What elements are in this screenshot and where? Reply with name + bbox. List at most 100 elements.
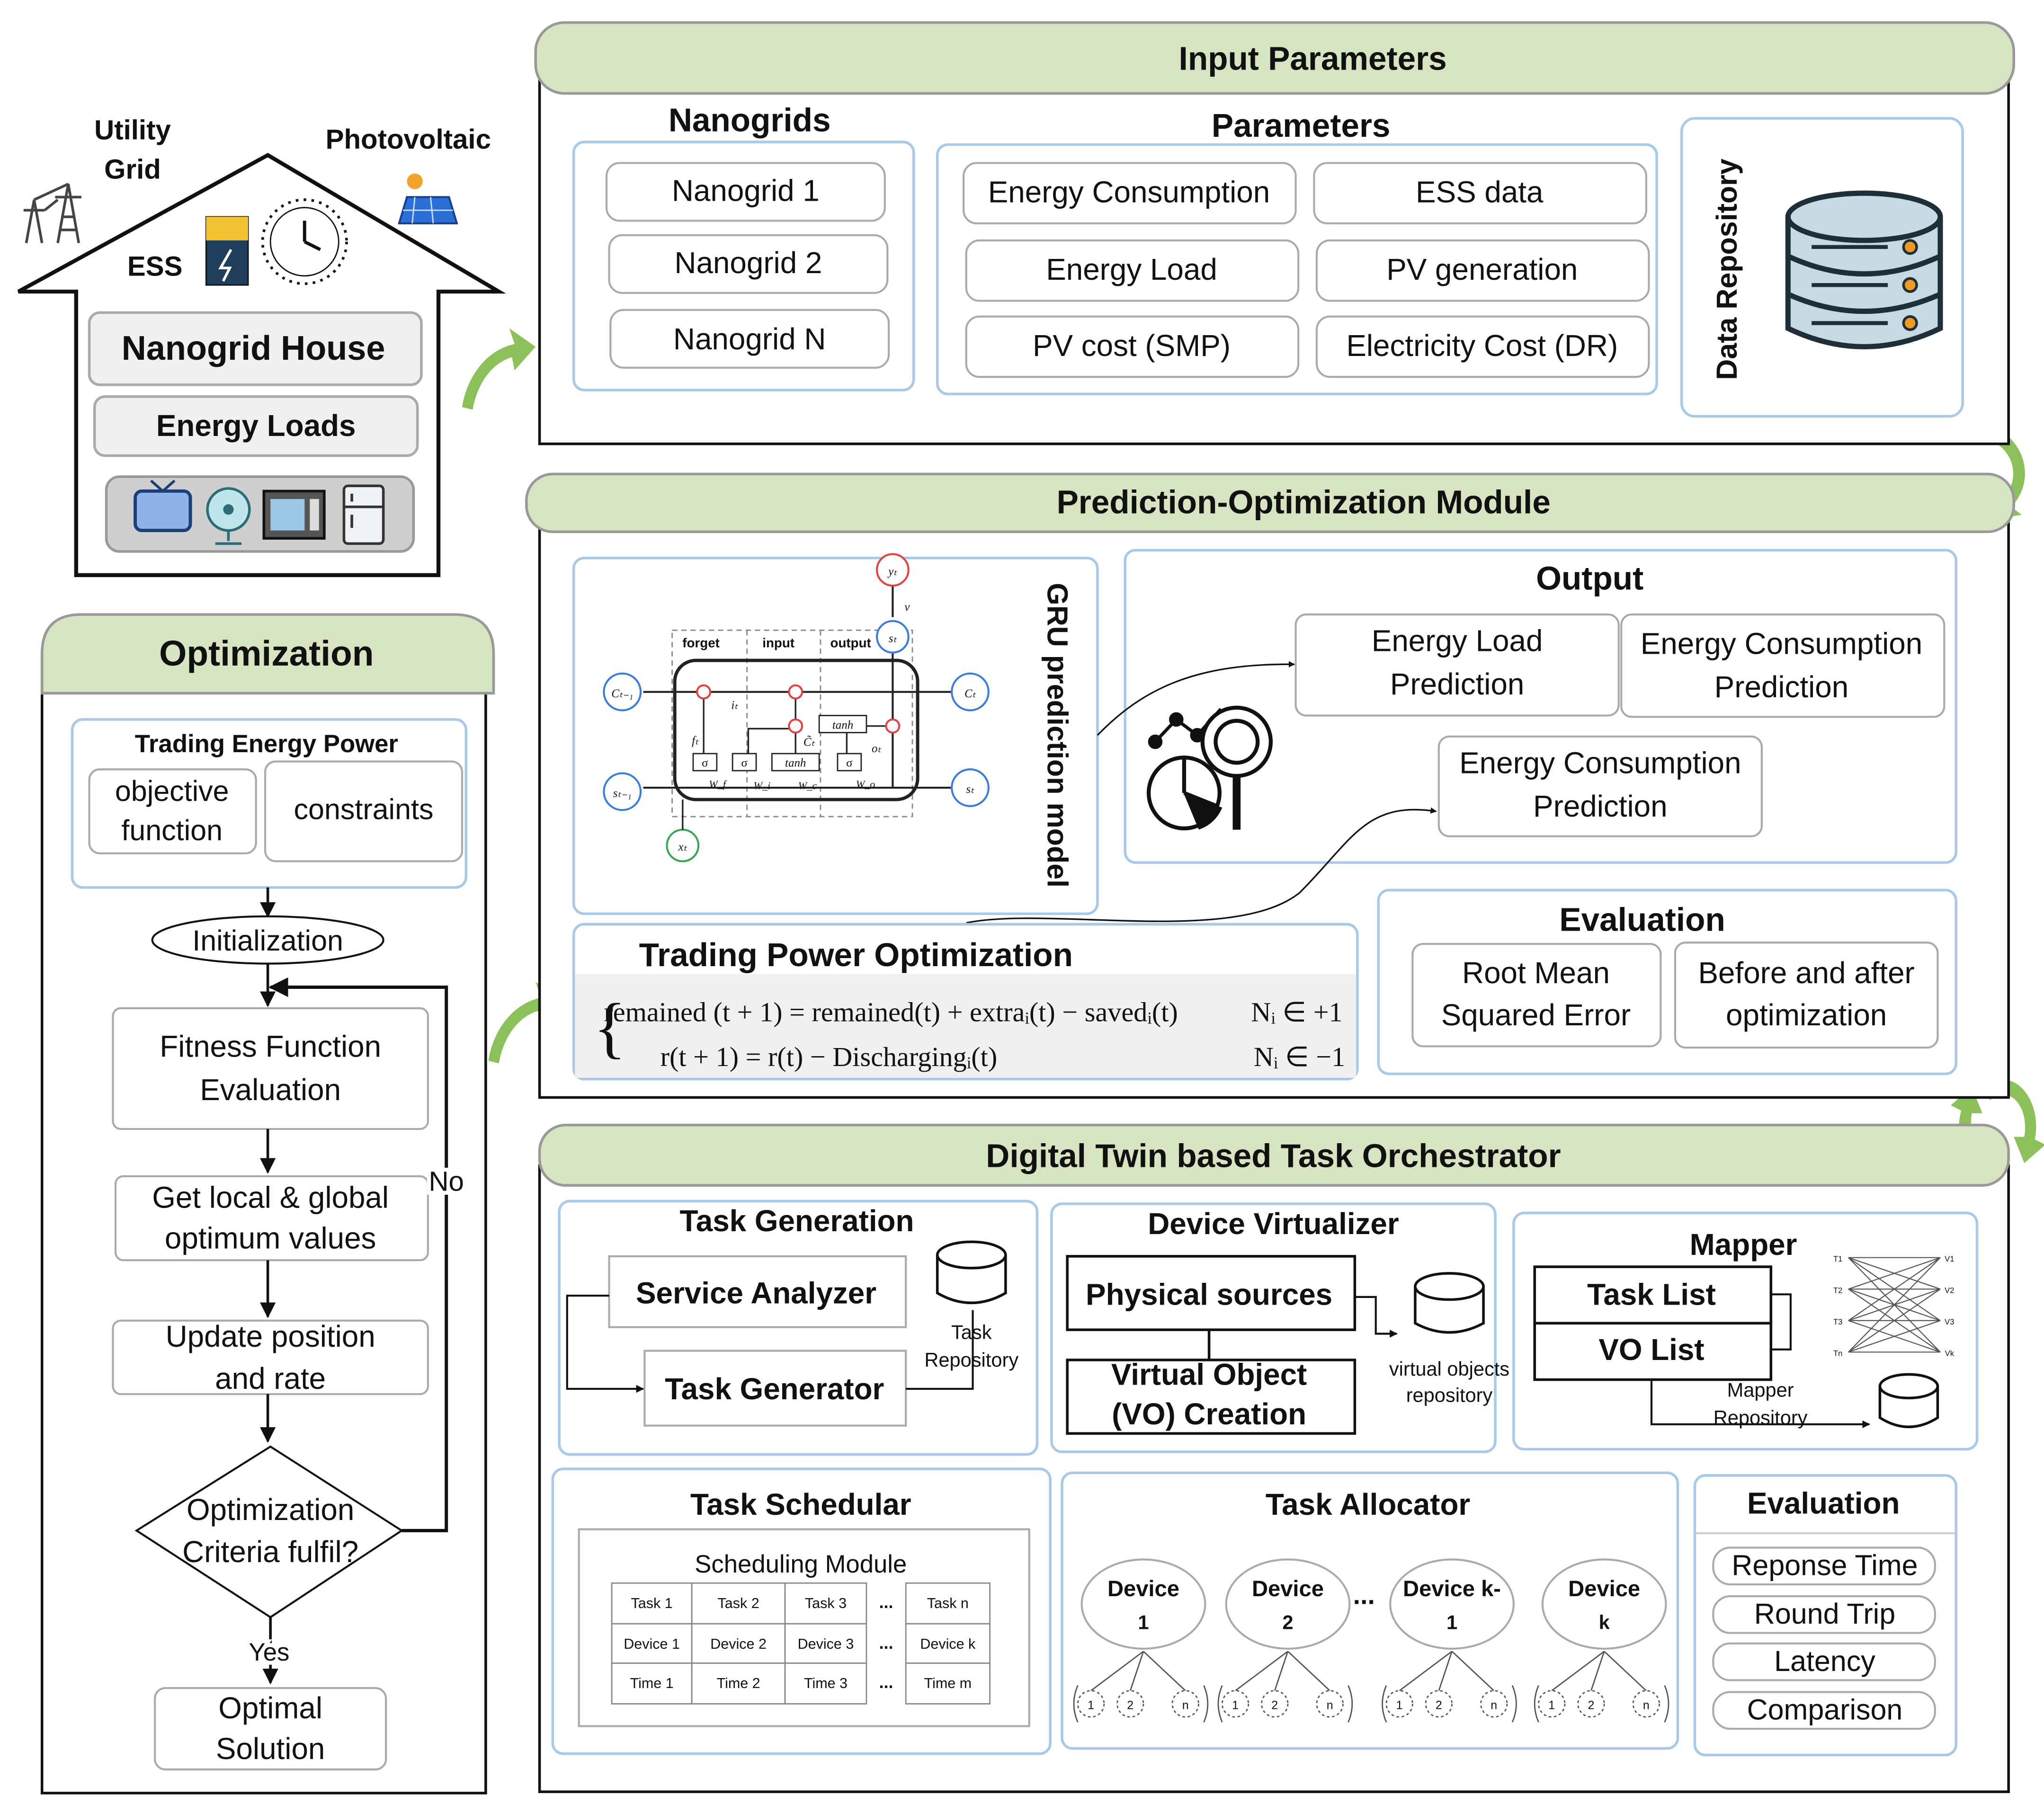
criteria-label-1: Optimization [187, 1493, 354, 1527]
rmse-label-1: Root Mean [1462, 956, 1610, 990]
output-title: Output [1536, 560, 1643, 596]
battery-icon [205, 216, 249, 286]
device-node [1080, 1558, 1206, 1650]
param-electricity-cost: Electricity Cost (DR) [1346, 329, 1618, 363]
device-group-bracket [1382, 1685, 1517, 1723]
transmission-tower-icon [23, 183, 81, 243]
solution-label-2: Solution [216, 1732, 325, 1766]
no-label: No [428, 1166, 464, 1197]
objective-label-1: objective [115, 775, 229, 807]
device-leaf-label: 1 [1232, 1698, 1239, 1712]
equation-1: remained (t + 1) = remained(t) + extraᵢ(… [604, 997, 1178, 1028]
mapper-repo-label-1: Mapper [1727, 1379, 1794, 1401]
device-leaf-label: n [1491, 1698, 1497, 1712]
equation-2-condition: Nᵢ ∈ −1 [1254, 1041, 1345, 1072]
mapper-left-2: T2 [1833, 1286, 1842, 1295]
gru-output-label: output [830, 635, 871, 650]
nanogrid-house-title: Nanogrid House [122, 329, 385, 367]
utility-grid-label-1: Utility [94, 115, 171, 145]
nanogrid-house: Utility Grid Photovoltaic ESS Nanog [17, 115, 506, 578]
update-label-1: Update position [166, 1319, 375, 1353]
device-label: Device [1252, 1576, 1324, 1601]
optimum-box [114, 1175, 429, 1262]
param-ess-data: ESS data [1416, 175, 1544, 209]
schedule-cell [691, 1623, 786, 1665]
device-leaf-label: 2 [1271, 1698, 1278, 1712]
no-loop-line [268, 977, 448, 1532]
vo-repo-label-2: repository [1406, 1384, 1493, 1406]
device-group-bracket [1073, 1685, 1209, 1723]
device-group-bracket [1534, 1685, 1669, 1723]
energy-loads-box [93, 395, 419, 457]
objective-function-box [88, 768, 257, 854]
device-number: 2 [1282, 1611, 1293, 1633]
task-allocator-box [1061, 1471, 1679, 1750]
param-box-5 [965, 315, 1300, 378]
task-scheduler-title: Task Schedular [690, 1487, 911, 1521]
mapper-right-4: Vk [1945, 1349, 1955, 1358]
device-number: k [1599, 1611, 1610, 1633]
fitness-box [112, 1007, 429, 1130]
gru-cell-diagram: forget input output tanh σ σ tanh σ fₜ i… [603, 553, 990, 862]
gru-box [572, 557, 1099, 915]
device-leaf [1385, 1690, 1413, 1718]
mapper-title: Mapper [1690, 1227, 1797, 1262]
schedule-cell-text: Time 1 [630, 1675, 674, 1691]
initialization-label: Initialization [192, 924, 343, 957]
gru-forget-label: forget [682, 635, 720, 650]
optimization-header [40, 613, 495, 695]
device-edge [1129, 1651, 1144, 1691]
device-number: 1 [1446, 1611, 1457, 1633]
solution-box [154, 1687, 387, 1771]
before-after-box [1674, 942, 1939, 1049]
schedule-cell-text: Device 2 [710, 1636, 767, 1652]
trading-eq-area [575, 974, 1357, 1078]
param-box-4 [1315, 239, 1650, 302]
solution-label-1: Optimal [218, 1691, 322, 1725]
scheduling-module-label: Scheduling Module [695, 1550, 907, 1578]
evaluation-item-label: Comparison [1747, 1694, 1903, 1726]
orch-evaluation-title: Evaluation [1747, 1486, 1900, 1520]
device-leaf [1116, 1690, 1144, 1718]
gru-to-output-connector [1097, 661, 1295, 736]
device-leaf [1261, 1690, 1289, 1718]
fitness-label-1: Fitness Function [160, 1029, 381, 1063]
schedule-cell [784, 1662, 867, 1705]
equation-2: r(t + 1) = r(t) − Dischargingᵢ(t) [661, 1041, 998, 1072]
nanogrid-1-box [605, 162, 886, 222]
device-leaf-label: n [1643, 1698, 1650, 1712]
device-leaf-label: 1 [1548, 1698, 1555, 1712]
fridge-icon [342, 484, 385, 545]
gru-title: GRU prediction model [1042, 583, 1074, 888]
nanogrids-title: Nanogrids [669, 102, 831, 139]
microwave-icon [262, 489, 326, 540]
gru-yt-node: yₜ [887, 565, 897, 578]
gru-ctil-label: C̃ₜ [803, 736, 815, 748]
out-cons2-box [1437, 735, 1763, 837]
device-label: Device k- [1403, 1576, 1501, 1601]
physical-sources-label: Physical sources [1086, 1277, 1332, 1311]
gru-tanh-label-2: tanh [785, 757, 806, 770]
schedule-cell-text: Device k [920, 1636, 976, 1652]
device-edge [1274, 1651, 1289, 1691]
param-energy-consumption: Energy Consumption [988, 175, 1270, 209]
gru-ft-label: fₜ [692, 735, 699, 747]
device-node [1389, 1558, 1515, 1650]
out-load-box [1294, 613, 1620, 717]
input-title: Input Parameters [1179, 40, 1447, 77]
mapper-right-2: V2 [1945, 1286, 1954, 1295]
optimum-label-2: optimum values [165, 1221, 376, 1255]
clock-icon [261, 198, 348, 285]
prediction-orchestrator-cycle-arrow [1982, 1079, 2044, 1164]
update-box [112, 1319, 429, 1395]
device-label: Device [1107, 1576, 1179, 1601]
prediction-module-panel: Prediction-Optimization Module GRU predi… [525, 472, 2016, 1099]
device-edge [1235, 1651, 1288, 1691]
house-to-input-arrow [462, 328, 536, 410]
ess-label: ESS [127, 251, 182, 282]
fan-icon [206, 487, 251, 545]
mapper-left-4: Tn [1833, 1349, 1842, 1358]
device-edge [1287, 1651, 1330, 1691]
device-leaf-label: n [1182, 1698, 1189, 1712]
